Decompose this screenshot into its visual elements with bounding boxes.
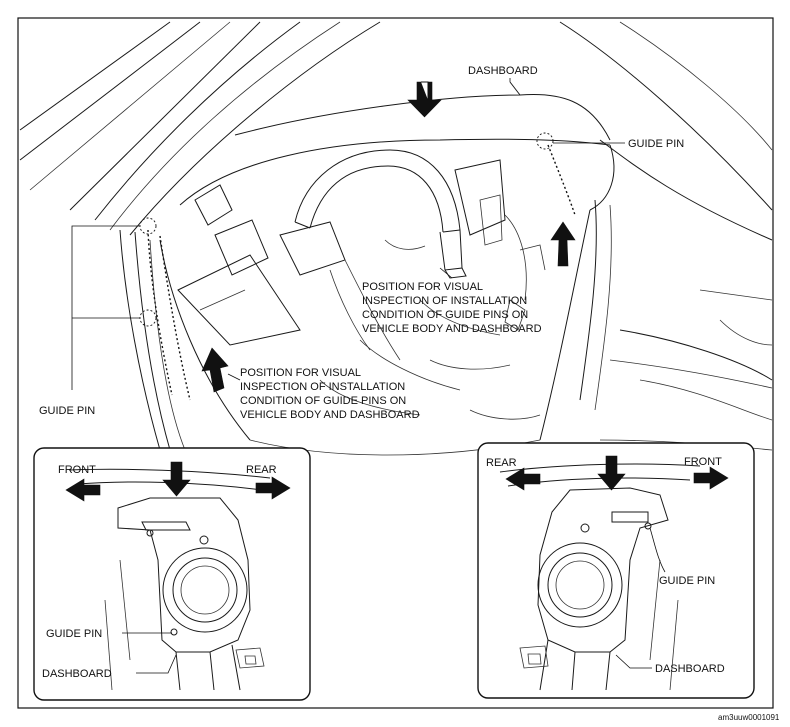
down-arrow-icon [597, 455, 626, 491]
up-arrow-icon [550, 221, 576, 267]
reference-code: am3uuw0001091 [718, 713, 780, 722]
svg-text:POSITION FOR VISUAL: POSITION FOR VISUAL [240, 367, 361, 379]
svg-text:CONDITION OF GUIDE PINS ON: CONDITION OF GUIDE PINS ON [240, 395, 406, 407]
svg-text:INSPECTION OF INSTALLATION: INSPECTION OF INSTALLATION [240, 381, 405, 393]
dashboard-label: DASHBOARD [42, 668, 112, 680]
dashboard-label: DASHBOARD [468, 65, 538, 77]
down-arrow-icon [162, 461, 191, 497]
svg-text:POSITION FOR VISUAL: POSITION FOR VISUAL [362, 281, 483, 293]
right-arrow-icon [255, 476, 291, 500]
inset-left [33, 447, 311, 701]
svg-text:CONDITION OF GUIDE PINS ON: CONDITION OF GUIDE PINS ON [362, 309, 528, 321]
svg-text:VEHICLE BODY AND DASHBOARD: VEHICLE BODY AND DASHBOARD [362, 323, 542, 335]
position-note-center: POSITION FOR VISUAL INSPECTION OF INSTAL… [362, 281, 542, 335]
diagram-frame [17, 17, 774, 709]
left-arrow-icon [505, 467, 541, 491]
guide-pin-circle-lower-left [139, 309, 157, 327]
right-arrow-icon [693, 466, 729, 490]
guide-pin-label-left: GUIDE PIN [39, 405, 95, 417]
rear-label: REAR [486, 457, 517, 469]
guide-pin-label: GUIDE PIN [659, 575, 715, 587]
up-arrow-icon [201, 347, 229, 393]
guide-pin-circle-right [536, 132, 554, 150]
guide-pin-label: GUIDE PIN [46, 628, 102, 640]
rear-label: REAR [246, 464, 277, 476]
left-arrow-icon [65, 478, 101, 502]
svg-text:VEHICLE BODY AND DASHBOARD: VEHICLE BODY AND DASHBOARD [240, 409, 420, 421]
main-illustration [19, 21, 773, 456]
front-label: FRONT [58, 464, 96, 476]
inset-right [477, 442, 755, 699]
front-label: FRONT [684, 456, 722, 468]
position-note-left: POSITION FOR VISUAL INSPECTION OF INSTAL… [240, 367, 420, 421]
svg-text:INSPECTION OF INSTALLATION: INSPECTION OF INSTALLATION [362, 295, 527, 307]
guide-pin-label-right: GUIDE PIN [628, 138, 684, 150]
dashboard-label: DASHBOARD [655, 663, 725, 675]
down-arrow-icon [407, 81, 442, 118]
